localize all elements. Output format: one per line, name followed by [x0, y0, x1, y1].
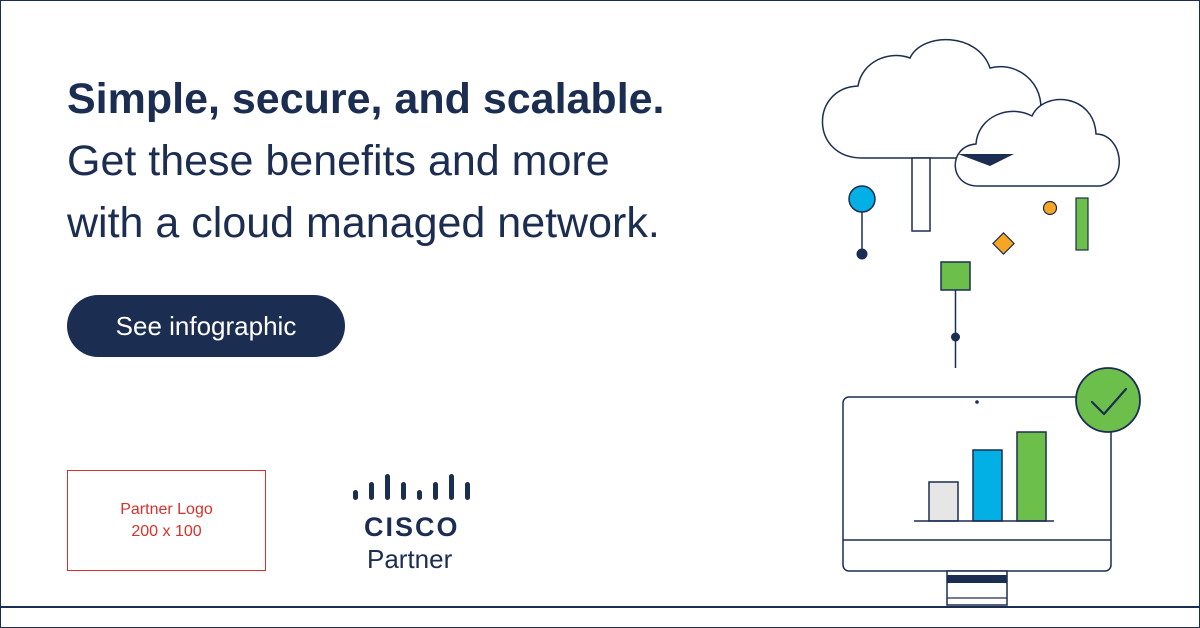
see-infographic-button[interactable]: See infographic	[67, 295, 345, 357]
cisco-partner-label: Partner	[367, 544, 453, 574]
cloud-network-illustration	[821, 39, 1141, 606]
bar-chart-icon	[914, 431, 1054, 522]
orange-diamond-icon	[992, 232, 1015, 255]
green-bar-icon	[1075, 197, 1089, 251]
cisco-bars-icon	[353, 474, 470, 500]
cloud-icon	[954, 98, 1120, 187]
cisco-wordmark: CISCO	[364, 512, 460, 542]
headline: Simple, secure, and scalable. Get these …	[67, 68, 787, 254]
data-column	[911, 157, 931, 232]
green-node-icon	[940, 261, 971, 291]
headline-line-2: Get these benefits and more	[67, 137, 610, 185]
partner-logo-size: 200 x 100	[131, 522, 202, 540]
bottom-divider	[0, 606, 1200, 608]
orange-node-icon	[1042, 200, 1058, 216]
partner-logo-label: Partner Logo	[120, 500, 213, 518]
checkmark-icon	[1075, 367, 1141, 433]
blue-node-icon	[848, 185, 876, 213]
cloud-shadow	[958, 154, 1014, 166]
cisco-partner-logo: CISCO Partner	[350, 474, 480, 584]
headline-line-1: Simple, secure, and scalable.	[67, 75, 665, 123]
headline-line-3: with a cloud managed network.	[67, 199, 660, 247]
partner-logo-placeholder: Partner Logo 200 x 100	[67, 470, 266, 571]
